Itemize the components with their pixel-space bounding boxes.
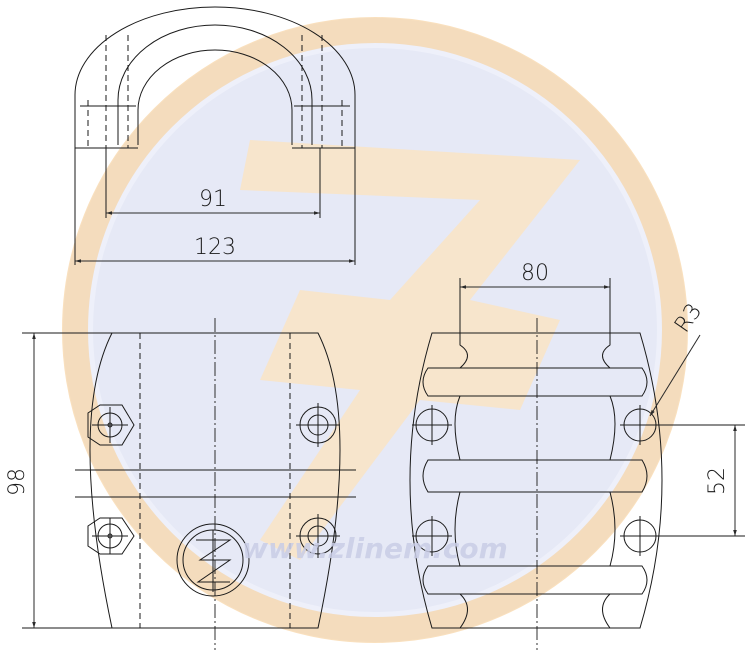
dim-52-label: 52	[705, 467, 730, 495]
groove-profile-right	[602, 333, 648, 629]
side-view	[409, 318, 663, 650]
dim-98-label: 98	[5, 468, 30, 496]
dim-91-label: 91	[199, 187, 227, 212]
logo-stamp	[176, 523, 250, 597]
hex-nut-left-top	[87, 404, 135, 446]
watermark-z-mark	[240, 140, 580, 560]
side-outline	[409, 332, 663, 629]
dim-52: 52	[660, 424, 745, 537]
watermark-ring-orange	[62, 17, 688, 643]
inner-arch	[117, 24, 313, 145]
dim-91: 91	[106, 187, 320, 215]
dim-123: 123	[75, 235, 355, 263]
dim-80-label: 80	[521, 261, 549, 286]
dim-98: 98	[5, 332, 112, 629]
watermark-logo	[62, 17, 688, 643]
front-view	[75, 318, 356, 650]
groove-profile-left	[422, 333, 468, 629]
u-opening	[137, 49, 293, 145]
top-view	[74, 6, 356, 265]
watermark-url: www.zlinem.com	[242, 532, 508, 565]
dim-80: 80	[459, 261, 611, 333]
outer-arch	[74, 6, 356, 148]
hex-nut-left-bottom	[87, 517, 135, 555]
front-outline	[89, 332, 341, 629]
dim-123-label: 123	[194, 235, 236, 260]
